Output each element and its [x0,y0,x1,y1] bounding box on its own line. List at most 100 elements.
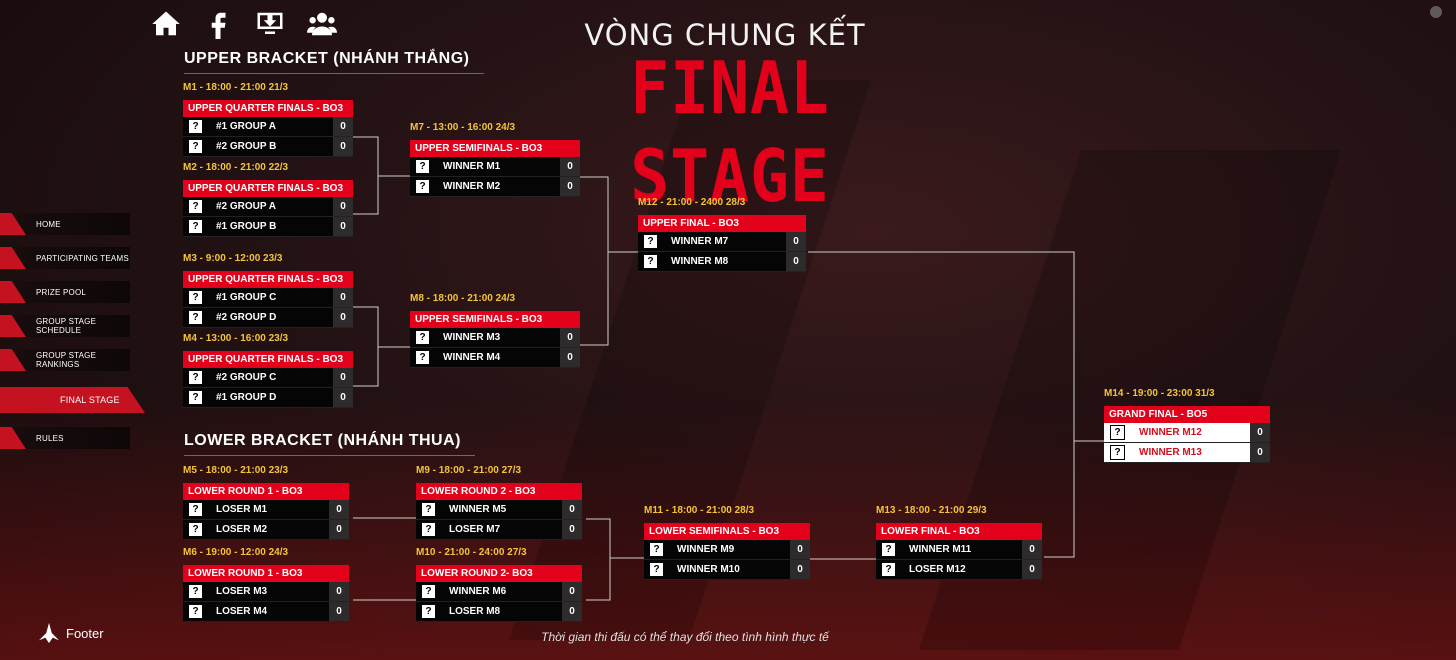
match-time: M7 - 13:00 - 16:00 24/3 [410,122,516,133]
match-title: LOWER ROUND 2- BO3 [416,565,582,582]
unknown-team-icon: ? [189,120,202,133]
team-score: 0 [790,540,810,559]
match-title: LOWER ROUND 2 - BO3 [416,483,582,500]
team-score: 0 [786,252,806,271]
team-name: #2 GROUP C [216,372,277,383]
corner-dot [1430,6,1442,18]
team-name: WINNER M13 [1139,447,1202,458]
team-name: WINNER M10 [677,564,740,575]
match-m3: M3 - 9:00 - 12:00 23/3 UPPER QUARTER FIN… [183,253,353,328]
team-score: 0 [790,560,810,579]
unknown-team-icon: ? [189,291,202,304]
match-time: M4 - 13:00 - 16:00 23/3 [183,333,289,344]
unknown-team-icon: ? [416,180,429,193]
unknown-team-icon: ? [189,200,202,213]
connector-m9-m10 [586,518,611,601]
unknown-team-icon: ? [189,371,202,384]
connector-m1-m2 [353,136,379,215]
team-name: WINNER M2 [443,181,501,192]
match-m5: M5 - 18:00 - 21:00 23/3 LOWER ROUND 1 - … [183,465,349,540]
team-score: 0 [329,500,349,519]
team-name: #1 GROUP D [216,392,277,403]
team-name: WINNER M4 [443,352,501,363]
match-title: LOWER ROUND 1 - BO3 [183,565,349,582]
match-m2: M2 - 18:00 - 21:00 22/3 UPPER QUARTER FI… [183,162,353,237]
team-name: LOSER M1 [216,504,268,515]
nav-item-home[interactable]: HOME [0,213,130,235]
team-score: 0 [333,368,353,387]
nav-item-label: GROUP STAGE RANKINGS [36,351,97,369]
team-row[interactable]: ? LOSER M1 0 [183,500,349,520]
connector-m13-m14 [1044,441,1075,558]
match-m8: M8 - 18:00 - 21:00 24/3 UPPER SEMIFINALS… [410,293,580,368]
nav-item-final-stage[interactable]: FINAL STAGE [0,387,145,413]
team-name: LOSER M7 [449,524,501,535]
nav-item-prize-pool[interactable]: PRIZE POOL [0,281,130,303]
page-title: FINAL STAGE [630,46,830,218]
match-m6: M6 - 19:00 - 12:00 24/3 LOWER ROUND 1 - … [183,547,349,622]
match-time: M9 - 18:00 - 21:00 27/3 [416,465,522,476]
match-time: M10 - 21:00 - 24:00 27/3 [416,547,527,558]
unknown-team-icon: ? [882,563,895,576]
users-icon[interactable] [306,8,338,40]
team-score: 0 [560,328,580,347]
facebook-icon[interactable] [202,8,234,40]
match-title: UPPER QUARTER FINALS - BO3 [183,100,353,117]
match-m4: M4 - 13:00 - 16:00 23/3 UPPER QUARTER FI… [183,333,353,408]
match-title: UPPER SEMIFINALS - BO3 [410,311,580,328]
home-icon[interactable] [150,8,182,40]
team-score: 0 [562,520,582,539]
nav-item-rules[interactable]: RULES [0,427,130,449]
unknown-team-icon: ? [650,543,663,556]
team-row[interactable]: ? #2 GROUP C 0 [183,368,353,388]
nav-item-participating-teams[interactable]: PARTICIPATING TEAMS [0,247,130,269]
unknown-team-icon: ? [189,220,202,233]
team-name: WINNER M3 [443,332,501,343]
team-score: 0 [1250,443,1270,462]
unknown-team-icon: ? [422,585,435,598]
download-icon[interactable] [254,8,286,40]
team-score: 0 [1250,423,1270,442]
team-score: 0 [333,388,353,407]
match-m1: M1 - 18:00 - 21:00 21/3 UPPER QUARTER FI… [183,82,353,157]
unknown-team-icon: ? [422,503,435,516]
nav-item-label: PARTICIPATING TEAMS [36,253,129,263]
unknown-team-icon: ? [189,585,202,598]
unknown-team-icon: ? [644,235,657,248]
top-icon-bar [150,8,338,40]
nav-item-group-stage-rankings[interactable]: GROUP STAGE RANKINGS [0,349,130,371]
match-time: M3 - 9:00 - 12:00 23/3 [183,253,283,264]
match-m12: M12 - 21:00 - 2400 28/3 UPPER FINAL - BO… [638,197,806,272]
footer-link[interactable]: Footer [38,622,104,644]
team-name: WINNER M6 [449,586,507,597]
team-score: 0 [562,602,582,621]
nav-item-group-stage-schedule[interactable]: GROUP STAGE SCHEDULE [0,315,130,337]
unknown-team-icon: ? [189,503,202,516]
